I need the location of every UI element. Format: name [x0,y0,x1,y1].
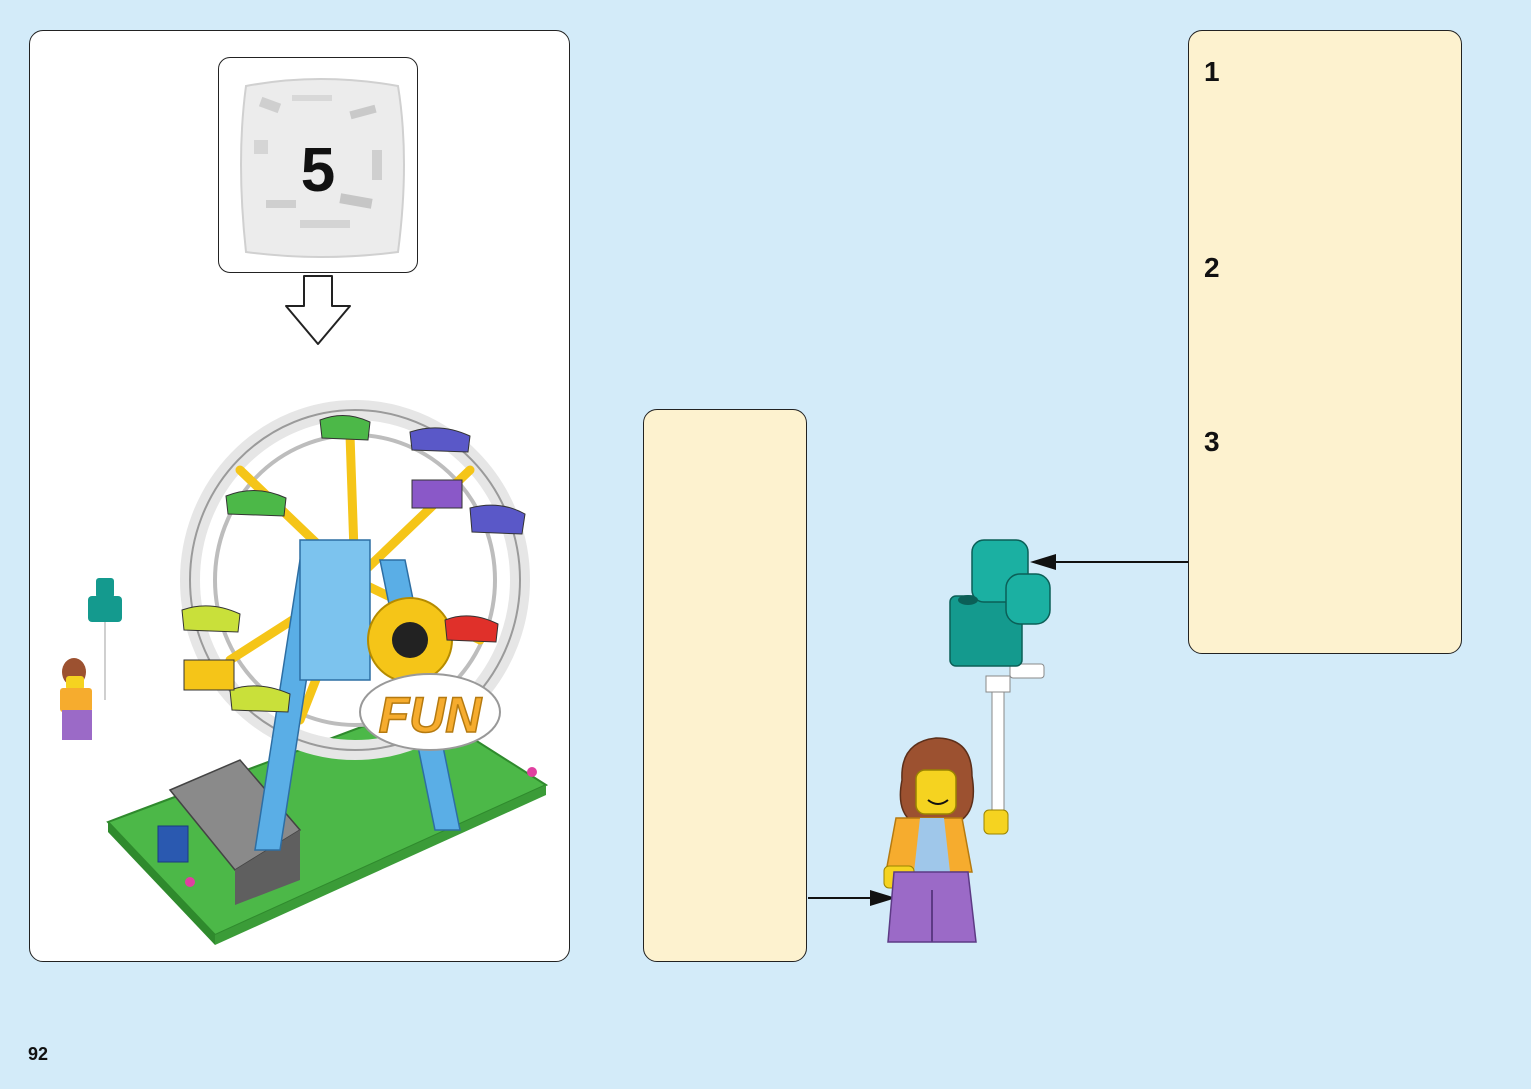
flow-arrow-left-icon [1030,554,1188,570]
flow-arrow-right-icon [808,890,896,906]
bag-number: 5 [300,136,336,205]
step-number-3: 3 [1204,426,1220,457]
assembled-minifig-with-balloon [883,539,1051,943]
ferris-wheel-model: FUN [106,400,549,945]
step-number-1: 1 [1204,56,1220,87]
minifig-with-balloon-small [60,578,122,740]
parts-bag-icon [240,78,405,258]
down-arrow-icon [285,275,351,345]
minifig-callout-panel [643,409,807,962]
page-number: 92 [28,1044,49,1064]
balloon-callout-panel [1188,30,1462,654]
step-number-2: 2 [1204,252,1220,283]
fun-sign-text: FUN [379,687,483,743]
